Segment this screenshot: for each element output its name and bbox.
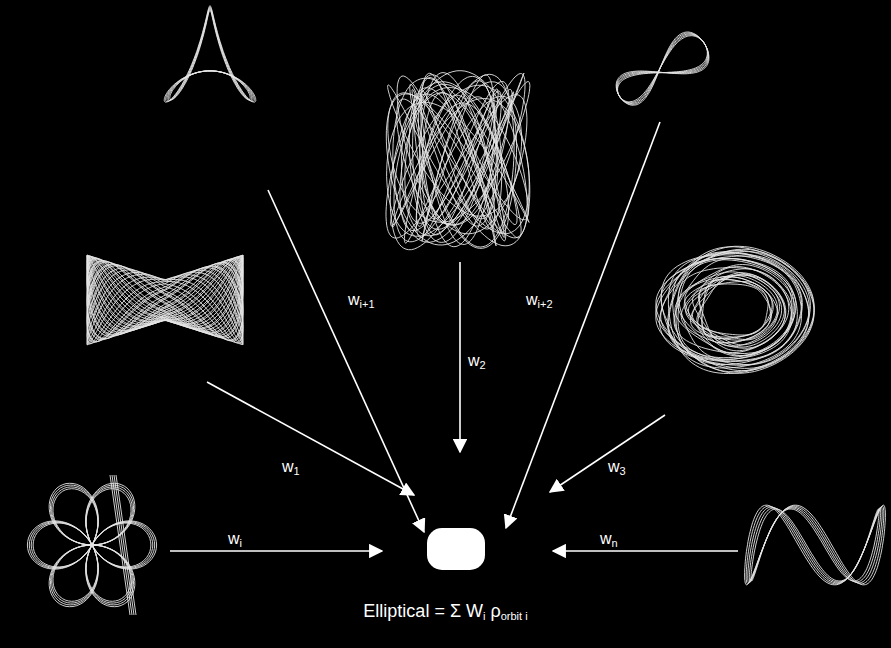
tube-orbit — [693, 276, 778, 340]
tube-orbit — [691, 272, 780, 340]
tube-orbit — [700, 280, 771, 343]
lissajous-orbit — [751, 509, 879, 581]
orbit-curves — [27, 6, 885, 615]
fish-orbit — [617, 35, 707, 103]
tube-orbit — [678, 269, 793, 356]
formula-caption: Elliptical = Σ Wi ρorbit i — [0, 600, 891, 622]
tube-orbit — [656, 246, 814, 368]
clover-orbit — [116, 475, 136, 615]
clover-orbit — [27, 483, 156, 606]
clover-orbit — [112, 475, 132, 615]
tube-orbit — [676, 258, 794, 359]
weight-label: w1 — [280, 458, 302, 476]
pretzel-orbit — [164, 6, 256, 102]
tube-orbit — [685, 275, 785, 352]
weight-label: wn — [598, 530, 620, 548]
weight-label: wi+1 — [346, 291, 377, 309]
fish-orbit — [616, 32, 709, 105]
tube-orbit — [679, 268, 792, 360]
lissajous-orbit — [745, 505, 886, 585]
tube-orbit — [656, 252, 814, 374]
pretzel-orbit — [166, 7, 255, 102]
fish-orbit — [617, 34, 708, 104]
tube-orbit — [673, 258, 798, 364]
weight-label: w3 — [606, 458, 628, 476]
bowtie-orbit — [87, 255, 243, 345]
weight-label: w2 — [466, 352, 488, 370]
box-orbit — [386, 71, 530, 250]
lissajous-orbit — [746, 506, 884, 584]
clover-orbit — [114, 475, 134, 615]
tube-orbit — [669, 252, 802, 360]
fish-orbit — [618, 36, 708, 102]
clover-orbit — [110, 475, 130, 615]
elliptical-galaxy — [427, 528, 485, 570]
weight-label: wi+2 — [524, 291, 555, 309]
tube-orbit — [702, 279, 768, 339]
weight-label: wi — [226, 530, 244, 548]
tube-orbit — [656, 249, 814, 370]
tube-orbit — [660, 247, 811, 365]
fish-orbit — [617, 33, 709, 104]
tube-orbit — [699, 284, 772, 343]
